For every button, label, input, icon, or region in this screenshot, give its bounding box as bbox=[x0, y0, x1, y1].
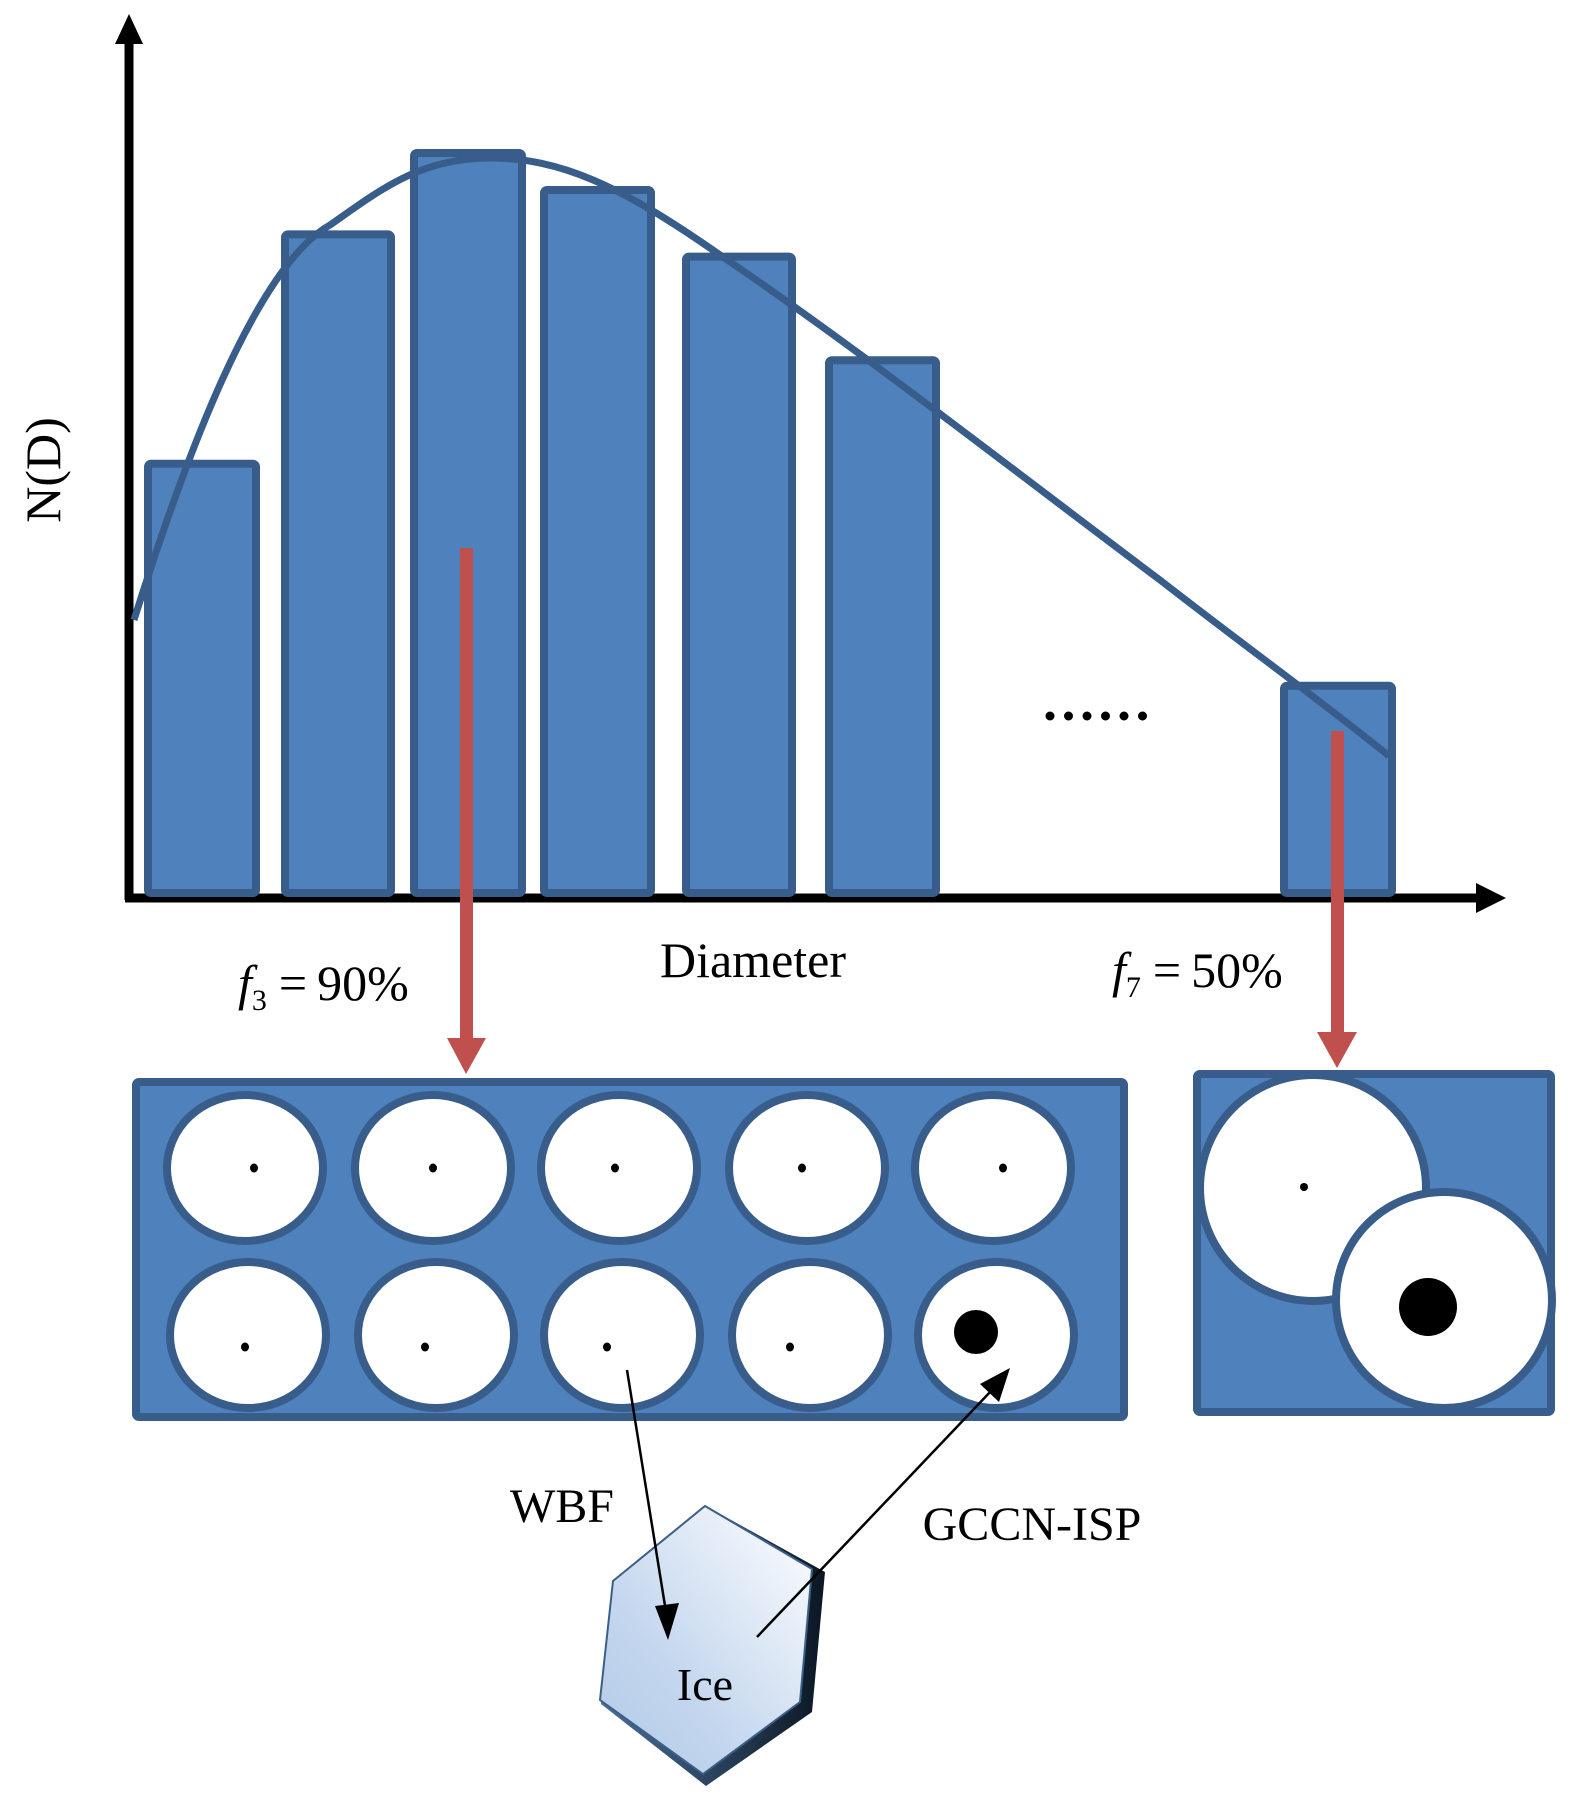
droplet bbox=[354, 1258, 518, 1412]
nucleus-small bbox=[603, 1342, 611, 1352]
f7-label: f7=50% bbox=[1112, 942, 1283, 1004]
droplet bbox=[914, 1258, 1078, 1412]
nucleus-small bbox=[999, 1163, 1007, 1173]
nucleus-large bbox=[1399, 1278, 1457, 1336]
x-axis-arrowhead bbox=[1476, 883, 1506, 913]
droplet bbox=[163, 1091, 327, 1245]
nucleus-small bbox=[250, 1163, 258, 1173]
ellipsis-dots bbox=[1045, 711, 1147, 721]
ellipsis-dot bbox=[1045, 711, 1055, 721]
wbf-arrow bbox=[625, 1369, 679, 1640]
red-arrow-bin7 bbox=[1317, 731, 1357, 1068]
axes bbox=[115, 14, 1506, 913]
nucleus-small bbox=[798, 1163, 806, 1173]
nucleus-small bbox=[241, 1342, 249, 1352]
nucleus-small bbox=[786, 1342, 794, 1352]
histogram-bars bbox=[144, 149, 1396, 898]
y-axis-arrowhead bbox=[115, 14, 143, 44]
left-droplet-panel bbox=[132, 1078, 1128, 1421]
bar-bin6 bbox=[825, 356, 940, 897]
ellipsis-dot bbox=[1138, 711, 1147, 721]
droplet-grid bbox=[163, 1091, 1078, 1412]
droplet bbox=[166, 1258, 330, 1412]
nucleus-small bbox=[421, 1342, 429, 1352]
ellipsis-dot bbox=[1082, 711, 1092, 721]
bar-bin5 bbox=[682, 252, 796, 898]
wbf-label: WBF bbox=[510, 1480, 614, 1533]
ice-label: Ice bbox=[677, 1659, 733, 1710]
nucleus-small bbox=[611, 1163, 619, 1173]
ellipsis-dot bbox=[1101, 711, 1110, 721]
droplet bbox=[540, 1258, 704, 1412]
x-axis-label: Diameter bbox=[660, 932, 846, 988]
f3-label: f3=90% bbox=[238, 955, 409, 1017]
gccn-isp-label: GCCN-ISP bbox=[923, 1498, 1142, 1551]
ellipsis-dot bbox=[1064, 711, 1073, 721]
bar-bin2 bbox=[281, 230, 395, 897]
gccn-isp-arrow bbox=[756, 1368, 1010, 1638]
droplet bbox=[911, 1091, 1075, 1245]
distribution-curve bbox=[130, 154, 1392, 759]
droplet-large-big-nucleus bbox=[1332, 1188, 1556, 1412]
nucleus-large bbox=[954, 1310, 998, 1354]
red-arrow-bin3 bbox=[447, 548, 486, 1074]
bar-bin1 bbox=[144, 459, 260, 897]
droplet bbox=[351, 1091, 515, 1245]
droplet bbox=[728, 1258, 892, 1412]
bar-bin4 bbox=[540, 186, 655, 897]
right-droplet-panel bbox=[1193, 1070, 1556, 1416]
nucleus-small bbox=[429, 1163, 437, 1173]
y-axis-label: N(D) bbox=[15, 417, 71, 523]
droplet bbox=[725, 1091, 889, 1245]
ice-crystal: Ice bbox=[598, 1504, 825, 1786]
droplet bbox=[537, 1091, 701, 1245]
nucleus-small bbox=[1300, 1183, 1308, 1191]
ellipsis-dot bbox=[1119, 711, 1129, 721]
